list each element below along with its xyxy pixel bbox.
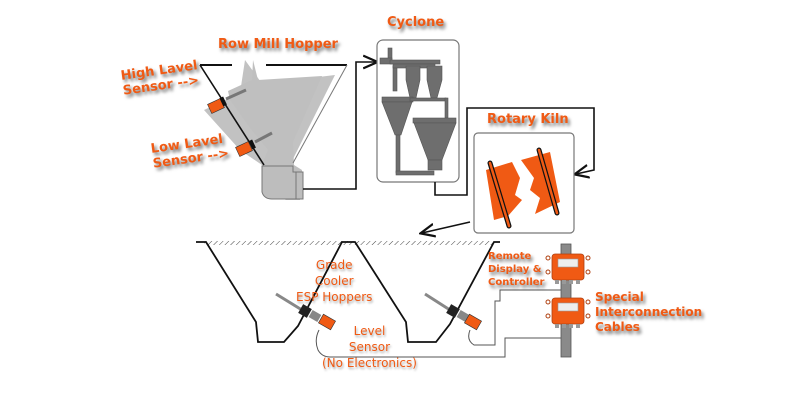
remote-line2: Display & xyxy=(488,264,542,275)
level-sensor-left xyxy=(275,292,336,331)
flow-line-hopper-to-cyclone xyxy=(303,62,376,190)
level-sensor-line3: (No Electronics) xyxy=(322,356,417,370)
hoppers-line2: Cooler xyxy=(314,274,354,288)
level-sensor-label: Level Sensor (No Electronics) xyxy=(322,323,417,371)
remote-display-label: Remote Display & Controller xyxy=(488,250,544,289)
remote-line3: Controller xyxy=(488,277,545,288)
cyclone-label: Cyclone xyxy=(387,15,445,30)
raw-mill-hopper xyxy=(199,60,348,200)
high-level-sensor xyxy=(207,88,247,114)
interconnection-cables xyxy=(315,278,568,358)
level-sensor-right xyxy=(424,292,482,331)
cables-line3: Cables xyxy=(595,320,640,334)
flow-line-cyclone-to-kiln xyxy=(434,107,595,196)
hoppers-line1: Grade xyxy=(315,258,353,272)
flow-line-kiln-to-hoppers xyxy=(422,221,471,233)
cyclone xyxy=(376,39,460,183)
esp-hoppers xyxy=(196,241,500,343)
remote-line1: Remote xyxy=(488,251,532,262)
grade-hatch xyxy=(204,241,494,245)
hoppers-label: Grade Cooler ESP Hoppers xyxy=(296,257,372,305)
cables-label: Special Interconnection Cables xyxy=(595,290,702,335)
junction-box xyxy=(545,297,591,328)
level-sensor-line1: Level xyxy=(353,324,386,338)
rotary-kiln xyxy=(473,132,575,234)
cables-line2: Interconnection xyxy=(595,305,703,319)
cables-line1: Special xyxy=(595,290,644,304)
remote-display-controller xyxy=(545,253,591,284)
level-sensor-line2: Sensor xyxy=(348,340,391,354)
rotary-kiln-label: Rotary Kiln xyxy=(487,112,569,127)
low-level-sensor xyxy=(235,131,273,157)
hoppers-line3: ESP Hoppers xyxy=(296,290,373,304)
raw-mill-hopper-label: Row Mill Hopper xyxy=(218,37,338,52)
